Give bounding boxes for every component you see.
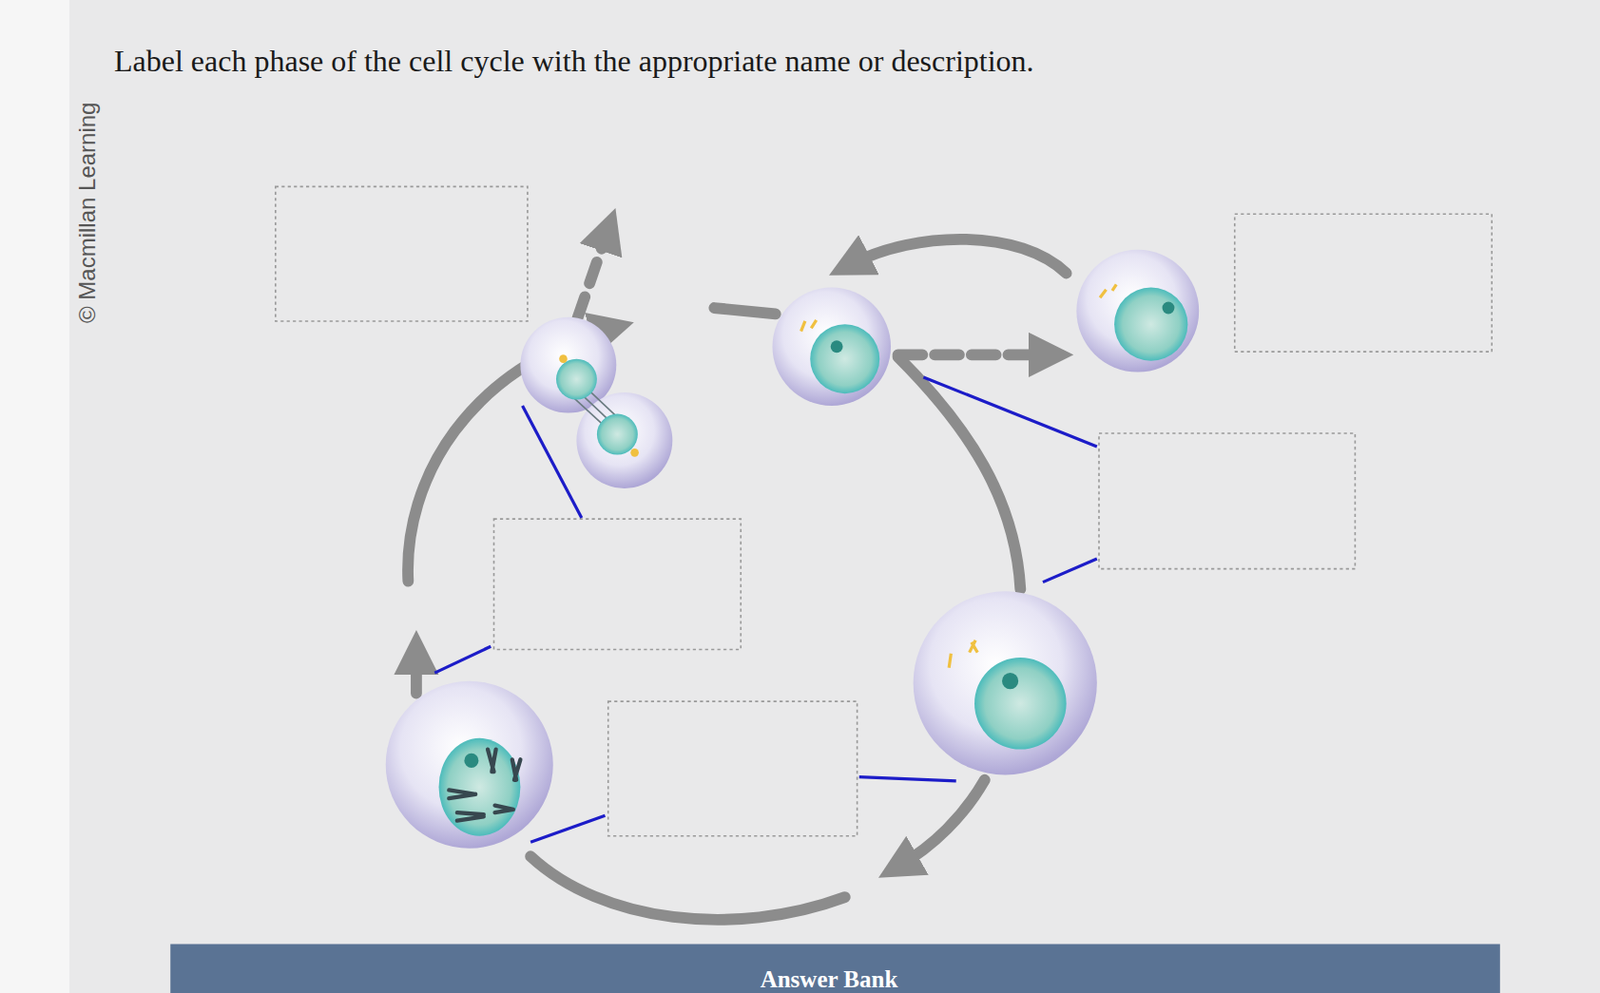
cell: [772, 288, 892, 406]
dividing-cells: [520, 317, 673, 489]
cell: [1076, 250, 1199, 373]
answer-bank-bar: [170, 944, 1501, 993]
question-title: Label each phase of the cell cycle with …: [114, 43, 1035, 79]
section-heading: Answer Bank: [760, 967, 899, 992]
cell: [913, 591, 1098, 775]
cell: [385, 681, 554, 849]
panel-ground: [69, 0, 1600, 993]
cycle-arrows: [407, 229, 1067, 920]
watermark: © Macmillan Learning: [76, 102, 99, 324]
